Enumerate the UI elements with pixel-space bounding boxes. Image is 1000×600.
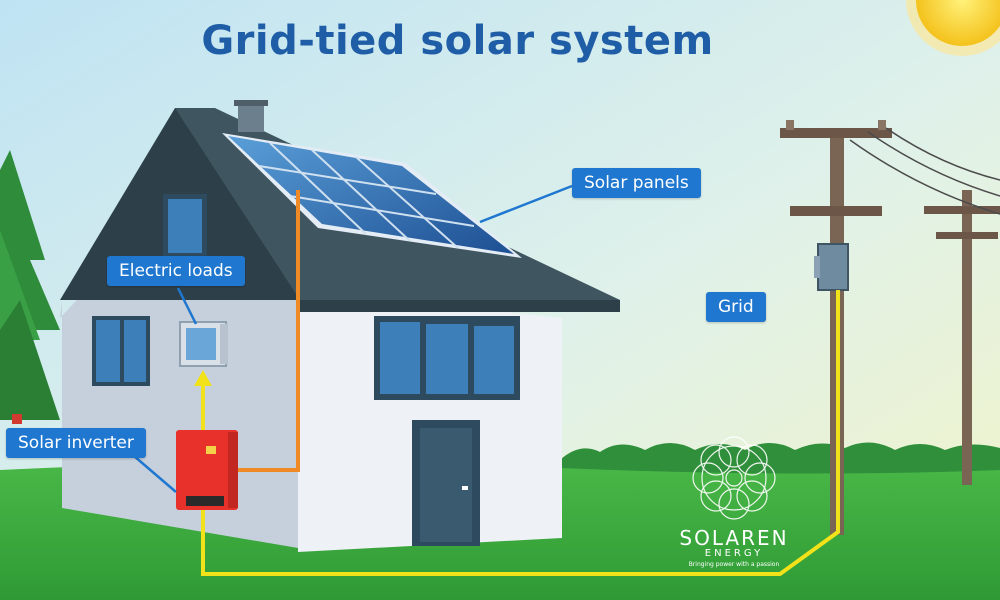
hedge: [560, 442, 1000, 480]
front-window: [374, 316, 520, 400]
electric-load-panel: [179, 321, 228, 367]
utility-pole-distant: [924, 190, 1000, 485]
label-solar-inverter: Solar inverter: [6, 428, 146, 458]
sun-icon: [906, 0, 1000, 56]
solar-inverter: [176, 430, 238, 510]
logo-icon: [692, 436, 776, 520]
ac-wire: [201, 290, 840, 576]
chimney: [238, 104, 264, 132]
brand-tagline: Bringing power with a passion: [688, 561, 780, 568]
front-door: [412, 420, 480, 546]
solar-panel-array: [222, 133, 522, 258]
attic-window: [163, 194, 207, 258]
side-window: [92, 316, 150, 386]
callout-lines: [133, 184, 573, 493]
power-lines: [849, 127, 1000, 215]
wall-light: [12, 414, 22, 424]
label-electric-loads: Electric loads: [107, 256, 245, 286]
dc-wire: [238, 190, 300, 472]
roof-eave: [300, 300, 620, 312]
brand-name: SOLAREN: [679, 526, 789, 550]
trees: [0, 150, 60, 420]
arrow-up-icon: [194, 370, 212, 386]
brand-sub: ENERGY: [704, 548, 764, 559]
diagram-title: Grid-tied solar system: [201, 18, 714, 64]
brand-logo: SOLAREN ENERGY Bringing power with a pas…: [662, 528, 806, 569]
label-grid: Grid: [706, 292, 766, 322]
label-solar-panels: Solar panels: [572, 168, 701, 198]
